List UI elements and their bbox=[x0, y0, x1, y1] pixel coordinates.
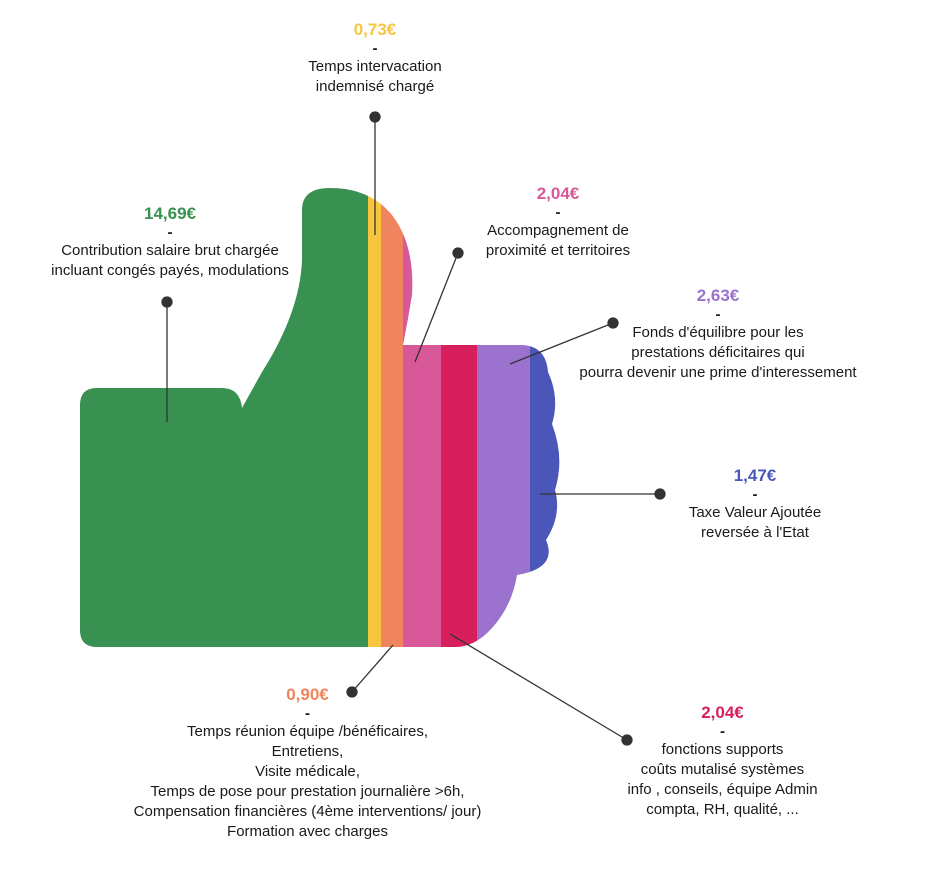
segment-intervacation bbox=[368, 188, 381, 647]
leader-line-accompagnement bbox=[414, 252, 459, 363]
amount-tva: 1,47€ bbox=[733, 466, 777, 485]
label-line: Entretiens, bbox=[271, 743, 344, 760]
label-line: pourra devenir une prime d'interessement bbox=[579, 364, 857, 381]
callout-tva: 1,47€ - Taxe Valeur Ajoutée reversée à l… bbox=[655, 465, 855, 543]
amount-intervacation: 0,73€ bbox=[353, 20, 397, 39]
callout-intervacation: 0,73€ - Temps intervacation indemnisé ch… bbox=[275, 19, 475, 97]
label-line: Compensation financières (4ème intervent… bbox=[133, 803, 482, 820]
label-line: Contribution salaire brut chargée bbox=[61, 242, 279, 259]
callout-salaire: 14,69€ - Contribution salaire brut charg… bbox=[20, 203, 320, 281]
leader-dot-equilibre bbox=[607, 317, 619, 329]
callout-equilibre: 2,63€ - Fonds d'équilibre pour les prest… bbox=[568, 285, 868, 383]
callout-supports: 2,04€ - fonctions supports coûts mutalis… bbox=[600, 702, 845, 820]
label-line: compta, RH, qualité, ... bbox=[646, 801, 799, 818]
callout-accompagnement: 2,04€ - Accompagnement de proximité et t… bbox=[458, 183, 658, 261]
separator-dash: - bbox=[372, 40, 378, 57]
leader-dot-intervacation bbox=[369, 111, 381, 123]
leader-dot-tva bbox=[654, 488, 666, 500]
callout-reunion: 0,90€ - Temps réunion équipe /bénéficair… bbox=[115, 684, 500, 842]
amount-salaire: 14,69€ bbox=[144, 204, 196, 223]
segment-reunion bbox=[381, 188, 403, 647]
separator-dash: - bbox=[167, 224, 173, 241]
label-line: Fonds d'équilibre pour les bbox=[632, 324, 804, 341]
separator-dash: - bbox=[715, 306, 721, 323]
leader-line-supports bbox=[449, 633, 628, 741]
label-line: indemnisé chargé bbox=[315, 78, 435, 95]
separator-dash: - bbox=[752, 486, 758, 503]
label-line: Temps de pose pour prestation journalièr… bbox=[150, 783, 465, 800]
leader-dot-reunion bbox=[346, 686, 358, 698]
segment-accompagnement bbox=[403, 188, 441, 647]
leader-line-equilibre bbox=[509, 322, 614, 365]
label-line: Visite médicale, bbox=[255, 763, 360, 780]
separator-dash: - bbox=[555, 204, 561, 221]
amount-accompagnement: 2,04€ bbox=[536, 184, 580, 203]
amount-equilibre: 2,63€ bbox=[696, 286, 740, 305]
amount-reunion: 0,90€ bbox=[286, 685, 329, 704]
label-line: prestations déficitaires qui bbox=[631, 344, 805, 361]
label-line: proximité et territoires bbox=[485, 242, 631, 259]
label-line: fonctions supports bbox=[661, 741, 784, 758]
label-line: Accompagnement de bbox=[487, 222, 629, 239]
leader-dot-salaire bbox=[161, 296, 173, 308]
label-line: info , conseils, équipe Admin bbox=[627, 781, 818, 798]
leader-line-reunion bbox=[351, 644, 394, 693]
leader-dot-accompagnement bbox=[452, 247, 464, 259]
label-line: coûts mutalisé systèmes bbox=[640, 761, 805, 778]
label-line: Temps intervacation bbox=[308, 58, 442, 75]
label-line: Taxe Valeur Ajoutée bbox=[688, 504, 822, 521]
leader-dot-supports bbox=[621, 734, 633, 746]
amount-supports: 2,04€ bbox=[701, 703, 744, 722]
label-line: reversée à l'Etat bbox=[701, 524, 809, 541]
label-line: Temps réunion équipe /bénéficaires, bbox=[187, 723, 428, 740]
label-line: Formation avec charges bbox=[227, 823, 388, 840]
separator-dash: - bbox=[720, 723, 725, 740]
label-line: incluant congés payés, modulations bbox=[51, 262, 289, 279]
separator-dash: - bbox=[305, 705, 310, 722]
